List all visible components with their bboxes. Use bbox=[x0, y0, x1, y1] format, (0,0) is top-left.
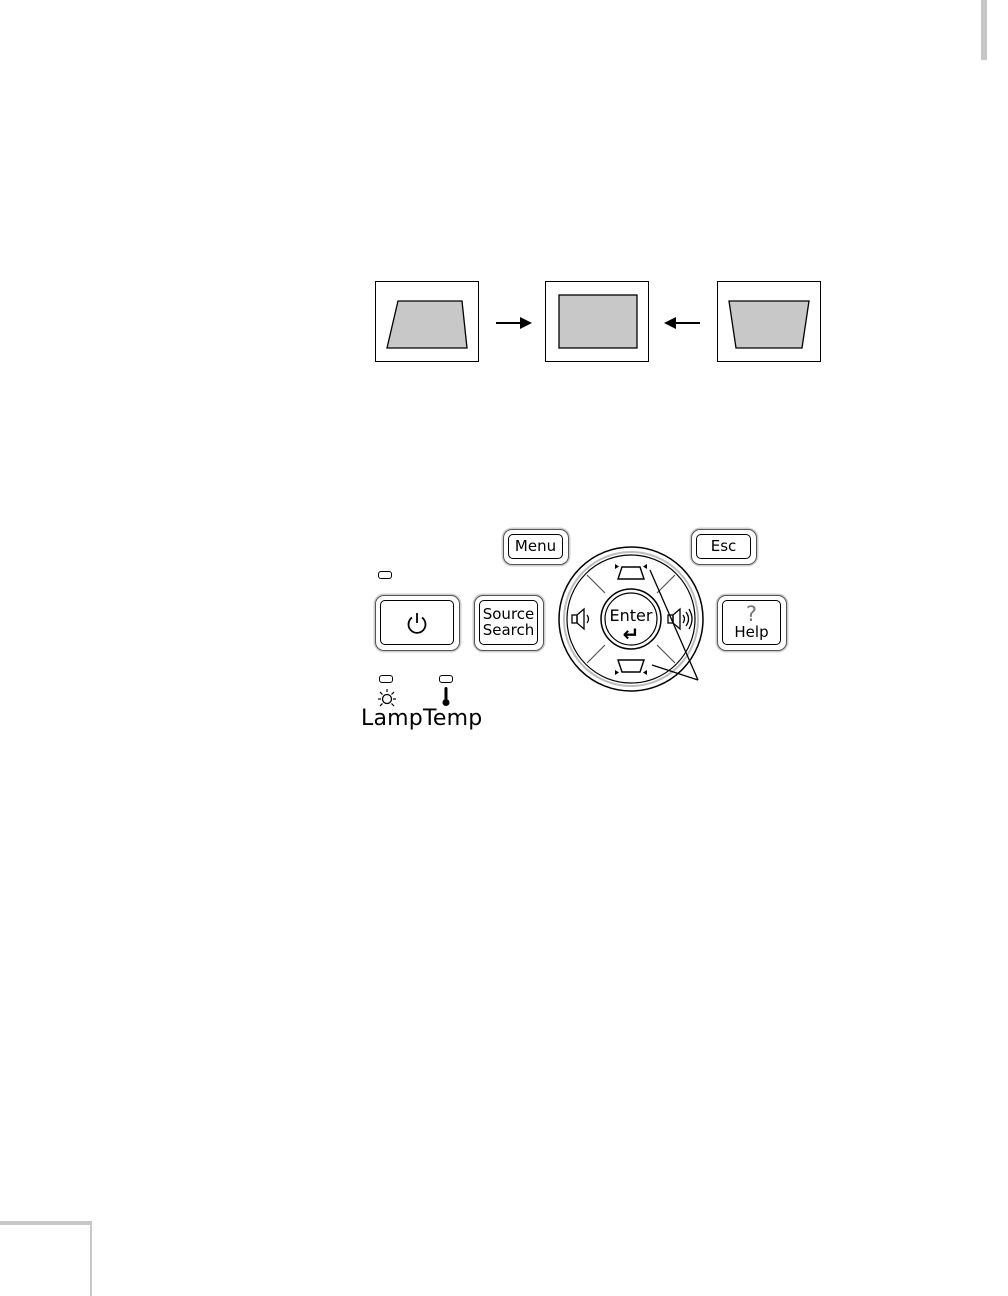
keystone-callout-lines bbox=[640, 560, 720, 690]
power-icon bbox=[404, 610, 430, 636]
menu-button-label: Menu bbox=[515, 539, 556, 555]
power-indicator-led bbox=[378, 571, 392, 579]
help-question-icon: ? bbox=[746, 605, 757, 625]
source-search-label-line2: Search bbox=[483, 623, 535, 639]
left-arrow bbox=[662, 316, 700, 330]
keystone-frame-corrected bbox=[545, 281, 649, 362]
page-tab-bottom bbox=[0, 1221, 92, 1225]
menu-button-face[interactable]: Menu bbox=[508, 534, 563, 559]
help-button[interactable]: ? Help bbox=[717, 595, 787, 651]
source-search-button[interactable]: Source Search bbox=[474, 595, 544, 651]
keystone-frame-before-right bbox=[717, 281, 821, 362]
rectangle-image bbox=[546, 282, 650, 363]
lamp-icon bbox=[375, 688, 399, 708]
keystone-frame-before-left bbox=[375, 281, 479, 362]
power-button[interactable] bbox=[375, 595, 460, 651]
wide-bottom-image bbox=[376, 282, 480, 363]
lamp-label: Lamp bbox=[361, 706, 423, 731]
page-tab-side bbox=[90, 1221, 92, 1296]
power-button-face[interactable] bbox=[380, 600, 454, 645]
help-button-face[interactable]: ? Help bbox=[722, 600, 781, 645]
lamp-indicator-led bbox=[379, 675, 393, 683]
page-margin-rule-top bbox=[981, 0, 987, 60]
help-button-label: Help bbox=[734, 625, 768, 641]
thermometer-icon bbox=[440, 686, 452, 708]
right-arrow bbox=[496, 316, 534, 330]
wide-top-image bbox=[718, 282, 822, 363]
temp-label: Temp bbox=[423, 706, 482, 731]
esc-button-label: Esc bbox=[711, 539, 737, 555]
source-search-button-face[interactable]: Source Search bbox=[479, 600, 538, 645]
temp-indicator-led bbox=[439, 675, 453, 683]
